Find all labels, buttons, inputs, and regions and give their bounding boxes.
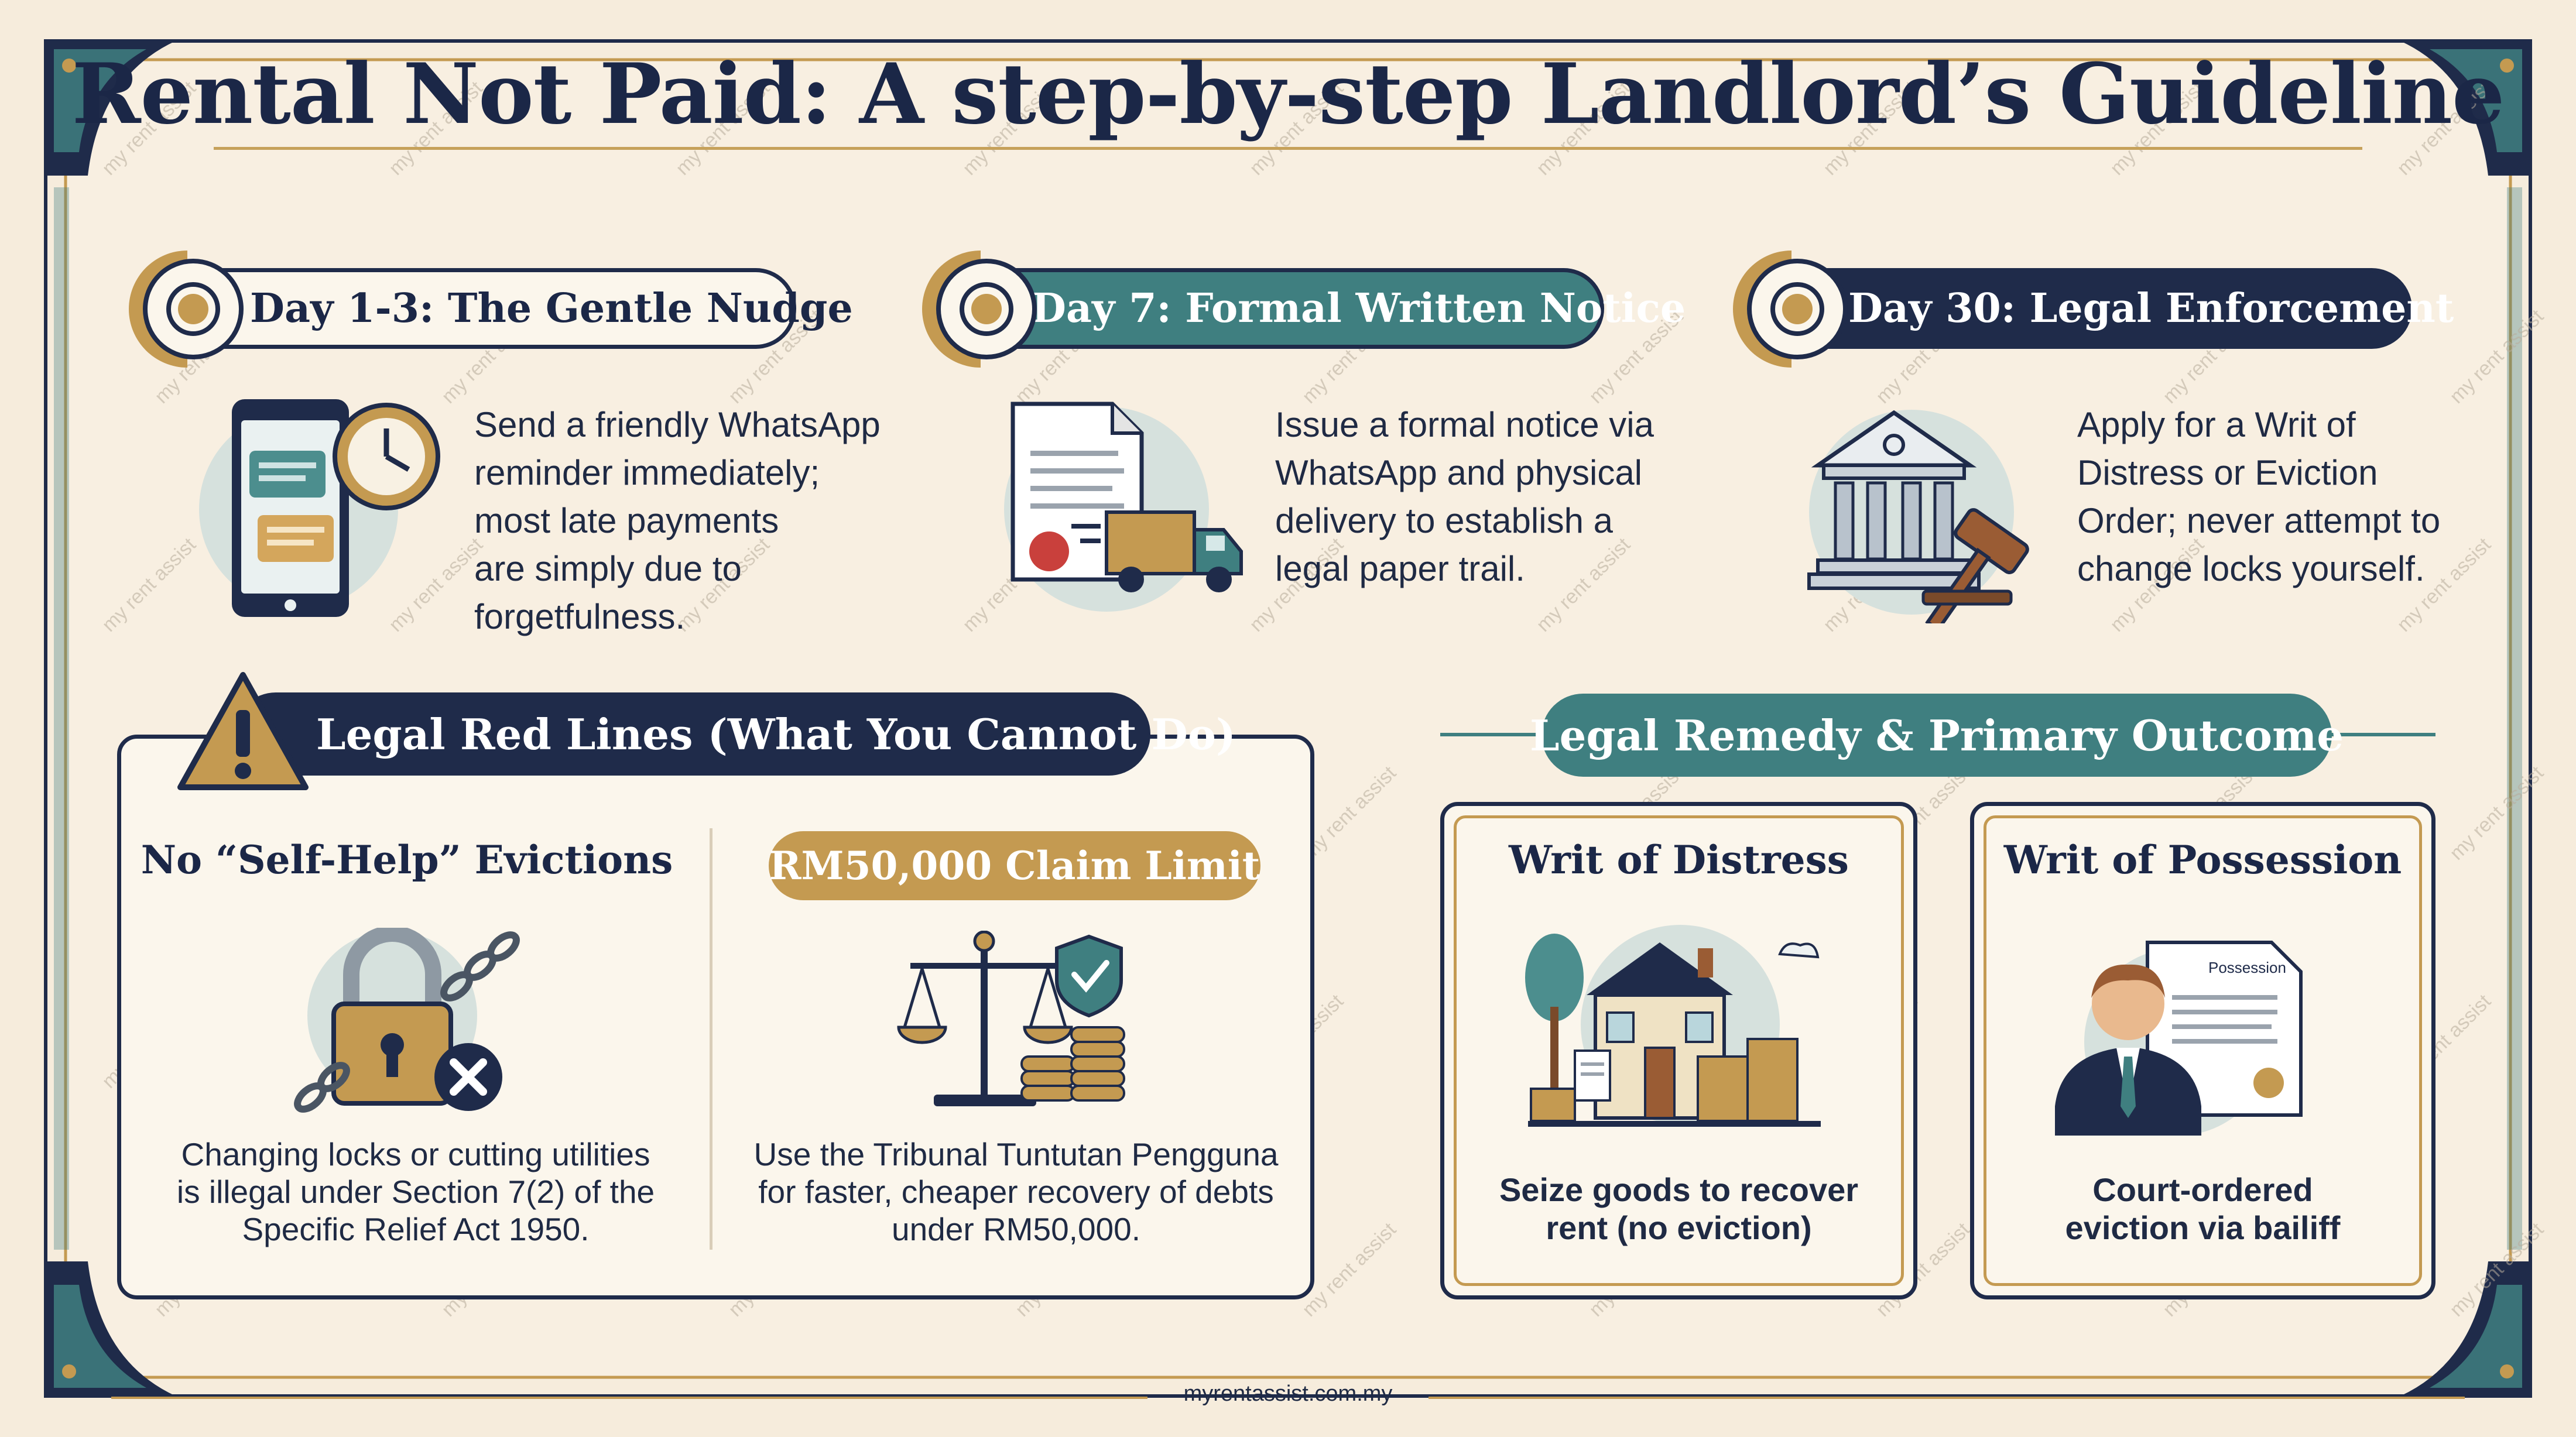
step-1-line-2: reminder immediately; <box>474 453 820 492</box>
step-2-line-3: delivery to establish a <box>1275 501 1613 540</box>
step-1-pill: Day 1-3: The Gentle Nudge <box>164 268 853 349</box>
document-delivery-truck-icon <box>1004 402 1243 612</box>
step-2-marker-icon <box>922 251 1037 368</box>
step-2-line-1: Issue a formal notice via <box>1275 405 1654 444</box>
claim-limit-label: RM50,000 Claim Limit <box>769 843 1260 889</box>
self-help-title: No “Self-Help” Evictions <box>141 837 673 883</box>
step-3-line-4: change locks yourself. <box>2077 549 2425 588</box>
red-lines-divider <box>710 828 712 1250</box>
writ-of-distress-title: Writ of Distress <box>1509 837 1849 883</box>
courthouse-gavel-icon <box>1807 410 2029 623</box>
scales-coins-shield-icon <box>897 931 1125 1106</box>
step-3-line-3: Order; never attempt to <box>2077 501 2441 540</box>
remedy-heading: Legal Remedy & Primary Outcome <box>1529 710 2344 760</box>
claim-limit-line-2: for faster, cheaper recovery of debts <box>758 1174 1274 1210</box>
red-lines-heading-pill: Legal Red Lines (What You Cannot Do) <box>234 692 1236 776</box>
writ-of-possession-caption: Court-ordered eviction via bailiff <box>1970 1171 2435 1247</box>
step-2-line-2: WhatsApp and physical <box>1275 453 1643 492</box>
step-1-label: Day 1-3: The Gentle Nudge <box>250 285 853 332</box>
step-1-line-4: are simply due to <box>474 549 742 588</box>
step-3-label: Day 30: Legal Enforcement <box>1848 285 2454 332</box>
writ-of-distress-caption-line-1: Seize goods to recover <box>1499 1171 1859 1208</box>
step-1-line-5: forgetfulness. <box>474 597 686 636</box>
self-help-line-3: Specific Relief Act 1950. <box>242 1211 590 1247</box>
bailiff-document-icon: Possession <box>2055 941 2303 1136</box>
corner-ornament-top-right <box>2400 41 2530 176</box>
self-help-line-2: is illegal under Section 7(2) of the <box>176 1174 655 1210</box>
step-3-description: Apply for a Writ of Distress or Eviction… <box>2077 401 2499 593</box>
writ-of-possession-caption-line-1: Court-ordered <box>2092 1171 2313 1208</box>
chained-padlock-icon <box>294 928 520 1113</box>
possession-doc-label: Possession <box>2208 959 2286 976</box>
step-1-description: Send a friendly WhatsApp reminder immedi… <box>474 401 913 641</box>
red-lines-heading: Legal Red Lines (What You Cannot Do) <box>316 709 1236 759</box>
claim-limit-description: Use the Tribunal Tuntutan Pengguna for f… <box>731 1136 1301 1248</box>
step-1-line-1: Send a friendly WhatsApp <box>474 405 881 444</box>
footer-url: myrentassist.com.my <box>1183 1381 1393 1406</box>
step-2-label: Day 7: Formal Written Notice <box>1032 285 1686 332</box>
self-help-description: Changing locks or cutting utilities is i… <box>141 1136 691 1248</box>
warning-icon <box>177 672 309 790</box>
corner-ornament-bottom-left <box>46 1261 176 1396</box>
house-boxes-icon <box>1525 925 1821 1127</box>
page-title: Rental Not Paid: A step-by-step Landlord… <box>71 46 2505 143</box>
smartphone-clock-icon <box>199 399 440 617</box>
step-3-pill: Day 30: Legal Enforcement <box>1768 268 2454 349</box>
step-1-line-3: most late payments <box>474 501 779 540</box>
step-1-marker-icon <box>129 251 244 368</box>
writ-of-distress-caption-line-2: rent (no eviction) <box>1546 1209 1812 1246</box>
remedy-heading-pill: Legal Remedy & Primary Outcome <box>1530 694 2344 777</box>
step-2-pill: Day 7: Formal Written Notice <box>957 268 1686 349</box>
step-3-line-1: Apply for a Writ of <box>2077 405 2356 444</box>
step-2-description: Issue a formal notice via WhatsApp and p… <box>1275 401 1714 593</box>
step-3-line-2: Distress or Eviction <box>2077 453 2378 492</box>
corner-ornament-bottom-right <box>2400 1261 2530 1396</box>
writ-of-possession-title: Writ of Possession <box>2003 837 2402 883</box>
title-divider <box>214 147 2362 150</box>
writ-of-distress-caption: Seize goods to recover rent (no eviction… <box>1440 1171 1917 1247</box>
step-3-marker-icon <box>1733 251 1848 368</box>
step-2-line-4: legal paper trail. <box>1275 549 1525 588</box>
claim-limit-line-1: Use the Tribunal Tuntutan Pengguna <box>753 1136 1279 1172</box>
corner-ornament-top-left <box>46 41 176 176</box>
self-help-line-1: Changing locks or cutting utilities <box>181 1136 650 1172</box>
claim-limit-badge: RM50,000 Claim Limit <box>769 831 1260 900</box>
writ-of-possession-caption-line-2: eviction via bailiff <box>2065 1209 2341 1246</box>
claim-limit-line-3: under RM50,000. <box>892 1211 1140 1247</box>
